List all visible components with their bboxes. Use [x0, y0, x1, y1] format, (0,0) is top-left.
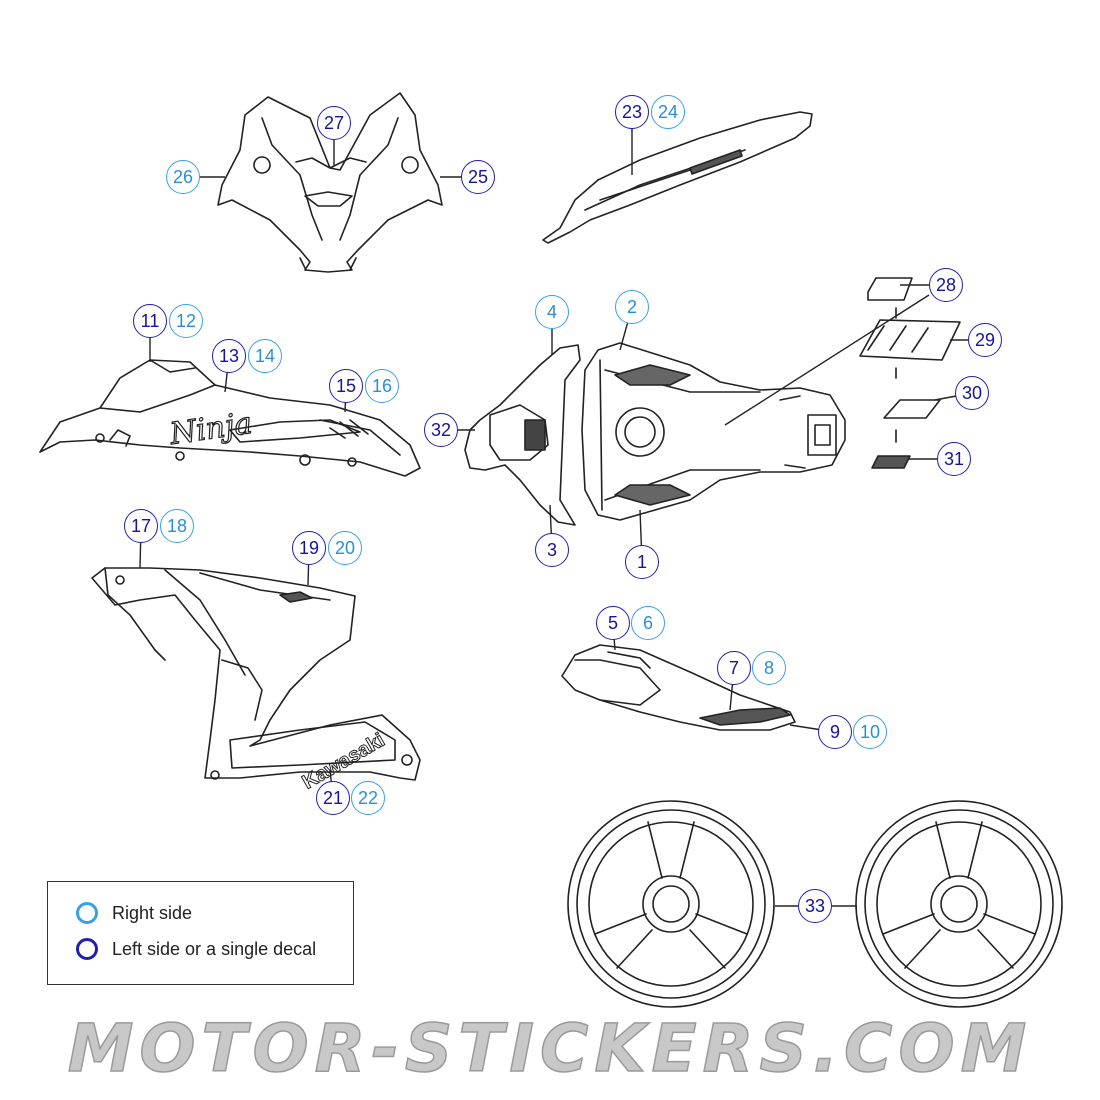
callout-23: 23	[615, 95, 649, 129]
callout-17: 17	[124, 509, 158, 543]
callout-16: 16	[365, 369, 399, 403]
legend-left-side: Left side or a single decal	[76, 938, 316, 960]
legend-left-label: Left side or a single decal	[112, 938, 317, 959]
ninja-decal-text: Ninja	[167, 406, 254, 452]
front-cowl	[217, 92, 443, 273]
callout-24: 24	[651, 95, 685, 129]
callout-31: 31	[937, 442, 971, 476]
callout-28: 28	[929, 268, 963, 302]
callout-12: 12	[169, 304, 203, 338]
wheels	[567, 800, 1063, 1008]
callout-30: 30	[955, 376, 989, 410]
rear-frame-cover	[561, 644, 796, 731]
tail-cowl	[542, 111, 813, 244]
callout-29: 29	[968, 323, 1002, 357]
callout-11: 11	[133, 304, 167, 338]
callout-19: 19	[292, 531, 326, 565]
legend-right-swatch	[76, 902, 98, 924]
callout-26: 26	[166, 160, 200, 194]
callout-32: 32	[424, 413, 458, 447]
callout-25: 25	[461, 160, 495, 194]
legend-right-side: Right side	[76, 902, 192, 924]
watermark: MOTOR-STICKERS.COM	[67, 1009, 1033, 1088]
upper-side-fairing	[39, 359, 421, 477]
callout-14: 14	[248, 339, 282, 373]
tank-and-seat	[464, 342, 846, 526]
callout-6: 6	[631, 606, 665, 640]
callout-5: 5	[596, 606, 630, 640]
callout-20: 20	[328, 531, 362, 565]
small-decals	[859, 277, 961, 469]
legend: Right side Left side or a single decal	[47, 881, 354, 985]
callout-9: 9	[818, 715, 852, 749]
callout-3: 3	[535, 533, 569, 567]
callout-2: 2	[615, 290, 649, 324]
callout-22: 22	[351, 781, 385, 815]
callout-18: 18	[160, 509, 194, 543]
legend-right-label: Right side	[112, 902, 193, 923]
callout-1: 1	[625, 545, 659, 579]
callout-4: 4	[535, 295, 569, 329]
callout-8: 8	[752, 651, 786, 685]
callout-10: 10	[853, 715, 887, 749]
callout-15: 15	[329, 369, 363, 403]
callout-33: 33	[798, 889, 832, 923]
lower-side-fairing	[91, 567, 421, 781]
legend-left-swatch	[76, 938, 98, 960]
leader-line	[724, 294, 930, 426]
callout-13: 13	[212, 339, 246, 373]
callout-21: 21	[316, 781, 350, 815]
callout-27: 27	[317, 106, 351, 140]
leader-lines	[139, 112, 985, 907]
callout-7: 7	[717, 651, 751, 685]
